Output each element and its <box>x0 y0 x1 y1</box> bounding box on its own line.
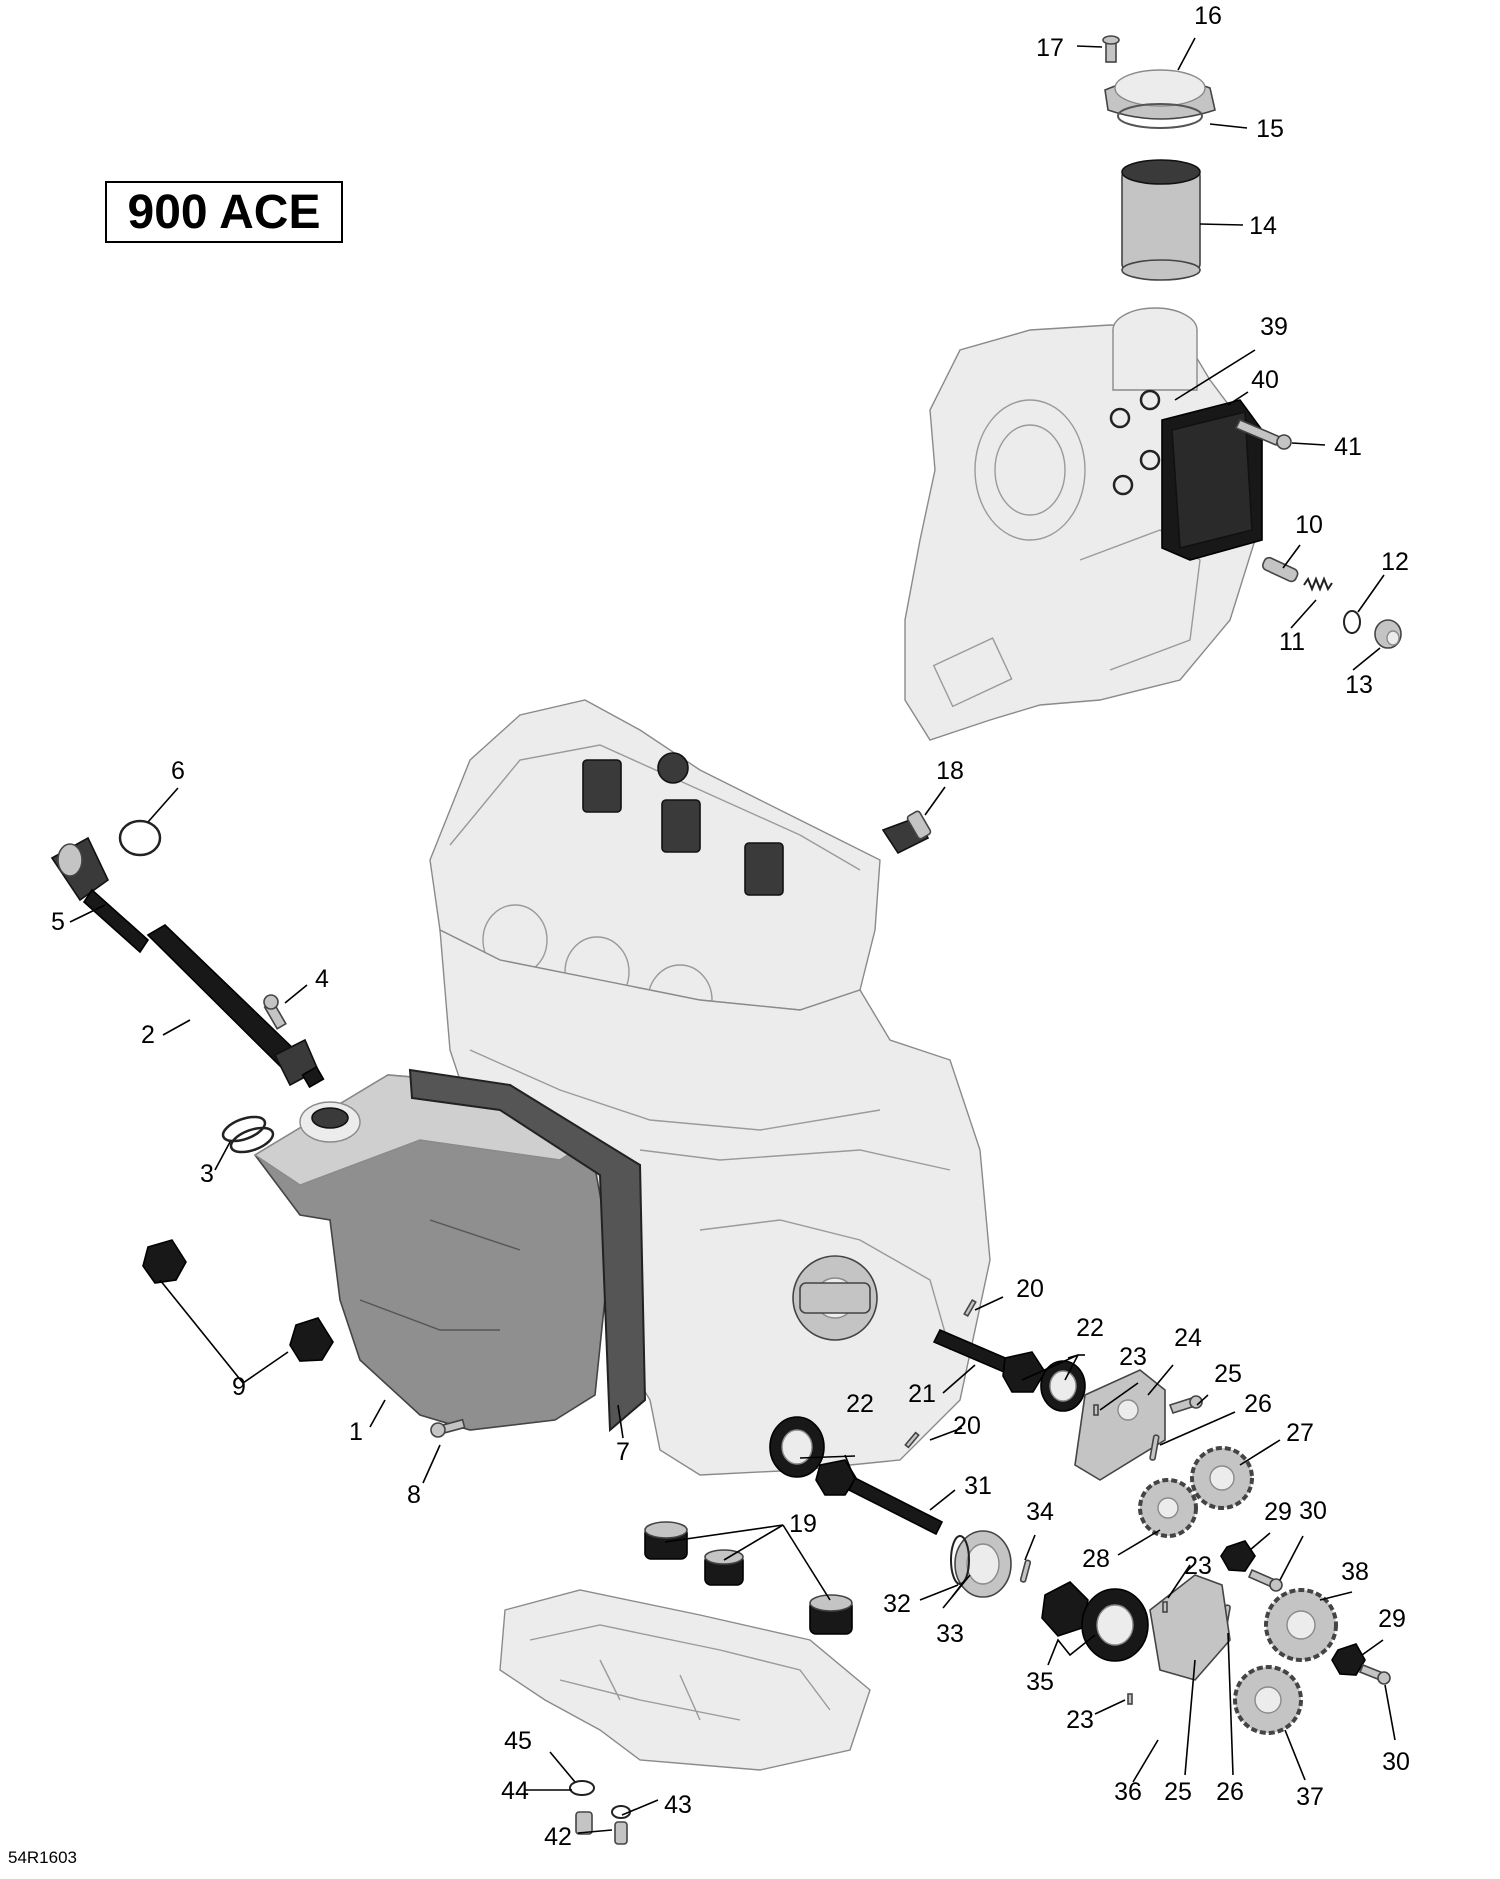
callout-41: 41 <box>1334 433 1362 461</box>
callout-31: 31 <box>964 1472 992 1500</box>
oil-screens-19 <box>644 1521 853 1635</box>
callout-26a: 26 <box>1244 1390 1272 1418</box>
o-ring-6 <box>118 819 162 857</box>
cooler-gaskets <box>1109 389 1161 496</box>
o-rings-3 <box>221 1115 275 1154</box>
callout-numbers: 1 2 3 4 5 6 7 8 9 10 11 12 13 14 15 16 1… <box>51 2 1410 1851</box>
callout-14: 14 <box>1249 212 1277 240</box>
callout-35: 35 <box>1026 1668 1054 1696</box>
callout-30b: 30 <box>1382 1748 1410 1776</box>
callout-4: 4 <box>315 965 329 993</box>
callout-23a: 23 <box>1119 1343 1147 1371</box>
oil-filter-cap <box>1104 69 1216 129</box>
callout-28: 28 <box>1082 1545 1110 1573</box>
cooler-bolt <box>1234 418 1292 450</box>
drain-plugs-9 <box>142 1239 334 1362</box>
callout-5: 5 <box>51 908 65 936</box>
callout-36: 36 <box>1114 1778 1142 1806</box>
callout-24: 24 <box>1174 1324 1202 1352</box>
callout-6: 6 <box>171 757 185 785</box>
bolt-4 <box>263 994 287 1030</box>
callout-30a: 30 <box>1299 1497 1327 1525</box>
callout-15: 15 <box>1256 115 1284 143</box>
callout-43: 43 <box>664 1791 692 1819</box>
callout-20b: 20 <box>953 1412 981 1440</box>
dipstick <box>50 836 150 954</box>
relief-valve-parts <box>1261 556 1402 649</box>
callout-33: 33 <box>936 1620 964 1648</box>
callout-44: 44 <box>501 1777 529 1805</box>
callout-7: 7 <box>616 1438 630 1466</box>
engine-block <box>429 699 991 1476</box>
callout-19: 19 <box>789 1510 817 1538</box>
callout-8: 8 <box>407 1481 421 1509</box>
callout-34: 34 <box>1026 1498 1054 1526</box>
oil-strainer-housing <box>499 1589 871 1771</box>
pan-gasket <box>408 1068 647 1433</box>
oil-filter <box>1121 159 1201 281</box>
callout-22a: 22 <box>1076 1314 1104 1342</box>
callout-2: 2 <box>141 1021 155 1049</box>
callout-23c: 23 <box>1066 1706 1094 1734</box>
callout-29a: 29 <box>1264 1498 1292 1526</box>
leader-lines <box>69 37 1396 1834</box>
bolt-8 <box>430 1418 466 1438</box>
drain-plug-42-45 <box>569 1780 631 1845</box>
callout-10: 10 <box>1295 511 1323 539</box>
callout-26b: 26 <box>1216 1778 1244 1806</box>
oil-pan <box>253 1074 611 1431</box>
callout-25a: 25 <box>1214 1360 1242 1388</box>
callout-37: 37 <box>1296 1783 1324 1811</box>
callout-25b: 25 <box>1164 1778 1192 1806</box>
filler-tube <box>146 924 325 1089</box>
callout-13: 13 <box>1345 671 1373 699</box>
callout-22b: 22 <box>846 1390 874 1418</box>
fitting-18 <box>881 810 932 855</box>
callout-9: 9 <box>232 1373 246 1401</box>
callout-16: 16 <box>1194 2 1222 30</box>
oil-cooler <box>1161 399 1263 561</box>
oil-pump-parts <box>769 1298 1391 1735</box>
callout-32: 32 <box>883 1590 911 1618</box>
callout-23b: 23 <box>1184 1552 1212 1580</box>
callout-12: 12 <box>1381 548 1409 576</box>
callout-27: 27 <box>1286 1419 1314 1447</box>
callout-29b: 29 <box>1378 1605 1406 1633</box>
callout-1: 1 <box>349 1418 363 1446</box>
callout-17: 17 <box>1036 34 1064 62</box>
callout-18: 18 <box>936 757 964 785</box>
reference-code: 54R1603 <box>8 1848 78 1867</box>
callout-21: 21 <box>908 1380 936 1408</box>
callout-11: 11 <box>1279 628 1305 656</box>
callout-42: 42 <box>544 1823 572 1851</box>
callout-38: 38 <box>1341 1558 1369 1586</box>
callout-3: 3 <box>200 1160 214 1188</box>
callout-39: 39 <box>1260 313 1288 341</box>
callout-20a: 20 <box>1016 1275 1044 1303</box>
model-title: 900 ACE <box>105 181 343 243</box>
callout-45: 45 <box>504 1727 532 1755</box>
cap-screw <box>1102 35 1120 63</box>
callout-40: 40 <box>1251 366 1279 394</box>
